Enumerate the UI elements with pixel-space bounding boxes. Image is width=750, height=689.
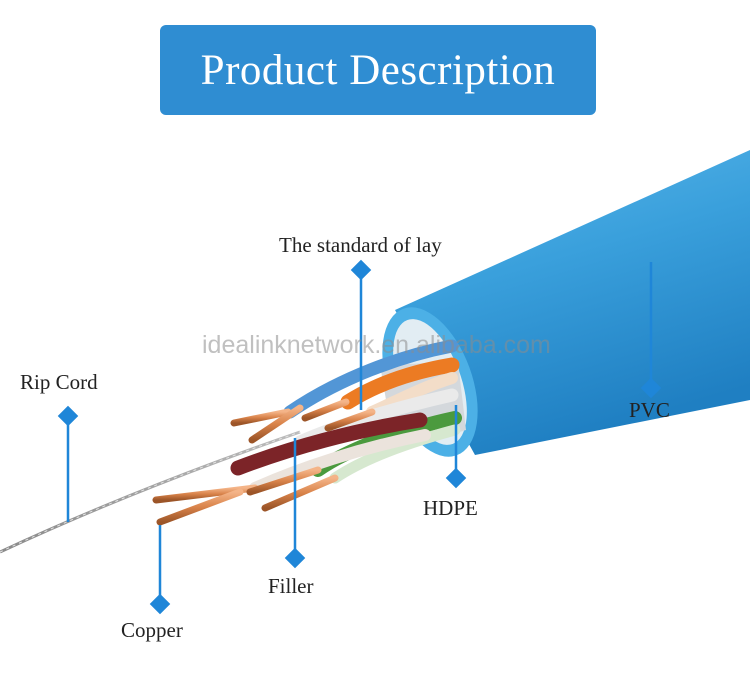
page-title: Product Description [200, 46, 556, 94]
watermark: idealinknetwork.en.alibaba.com [202, 331, 551, 359]
label-filler: Filler [268, 574, 314, 598]
label-rip-cord: Rip Cord [20, 370, 98, 394]
wire-green-white [329, 424, 461, 484]
wire-brown-white [249, 429, 431, 494]
label-copper: Copper [121, 618, 183, 642]
label-hdpe: HDPE [423, 496, 478, 520]
wire-brown [230, 412, 428, 476]
title-banner: Product Description [160, 25, 596, 115]
wire-orange [340, 357, 460, 410]
copper-conductors [152, 398, 376, 526]
label-pvc: PVC [629, 398, 670, 422]
wire-blue [283, 339, 459, 419]
callout-lines [57, 259, 662, 615]
pvc-jacket [395, 150, 750, 455]
label-standard-of-lay: The standard of lay [279, 233, 442, 257]
